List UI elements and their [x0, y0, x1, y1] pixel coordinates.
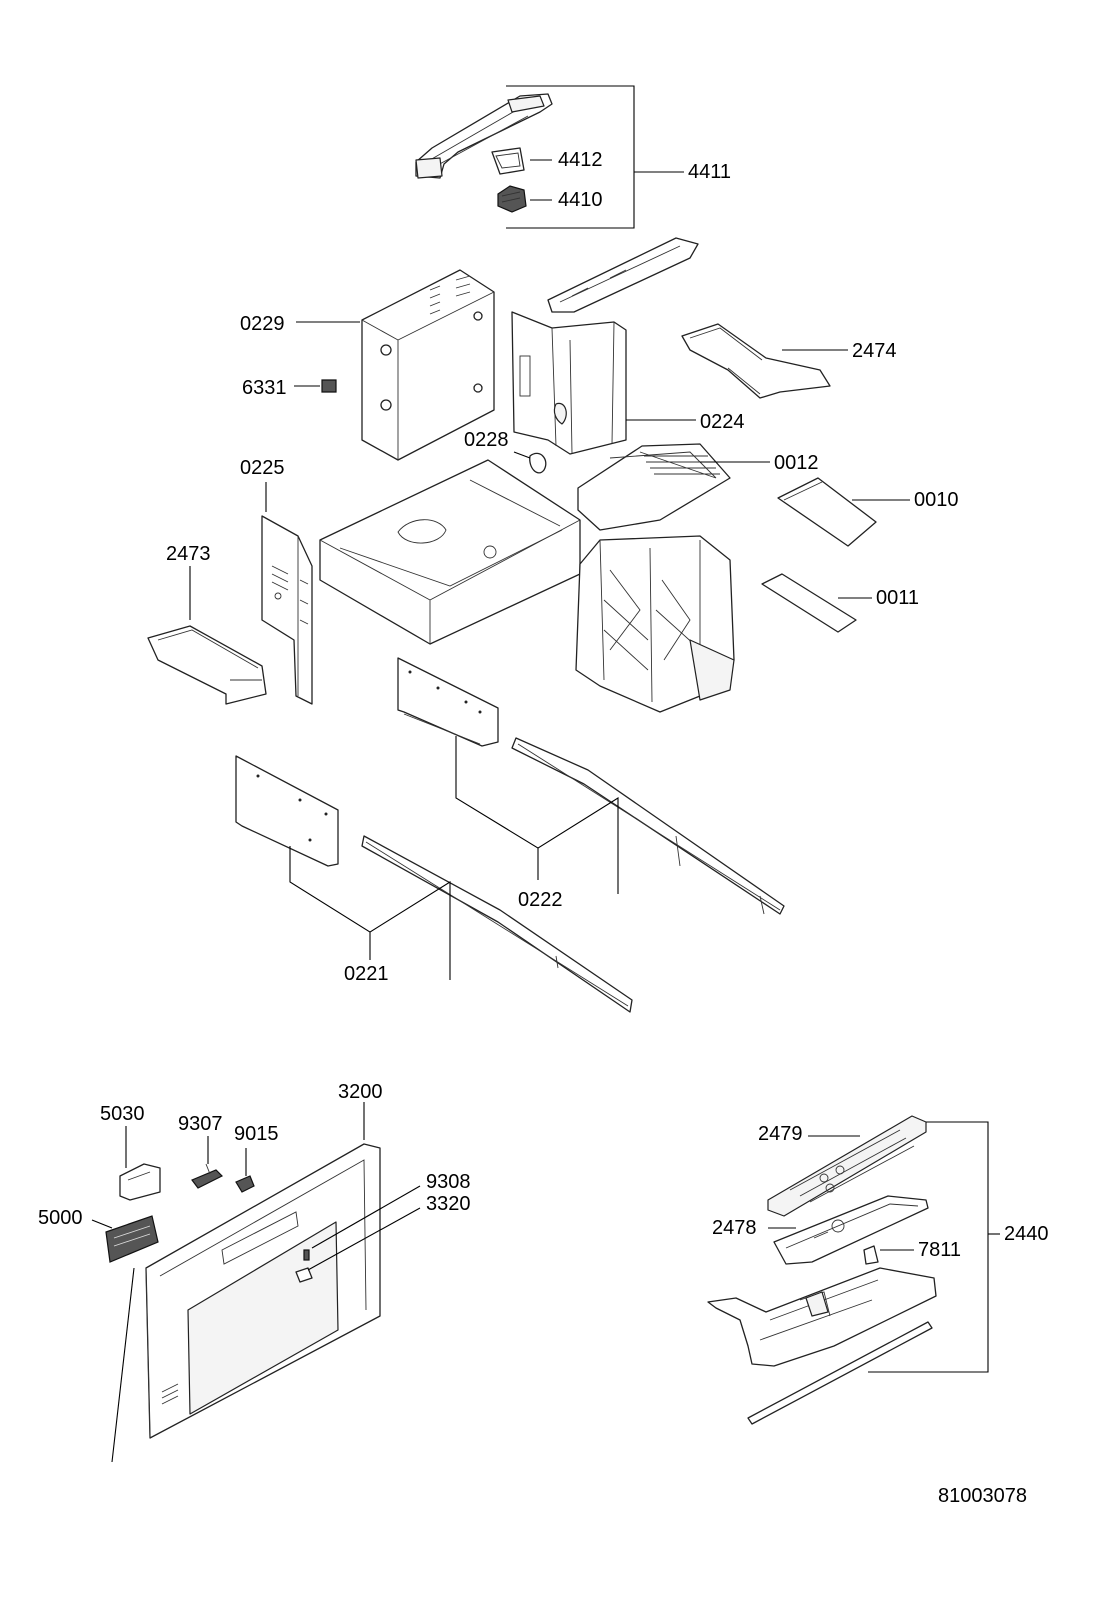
- part-4410-fan-block: [497, 185, 527, 213]
- part-top-rail: [547, 237, 699, 313]
- part-0224-rear-panel: [511, 311, 627, 455]
- part-9308-clip: [303, 1249, 310, 1261]
- part-9307-cable: [191, 1163, 224, 1189]
- drawing-number: 81003078: [938, 1485, 1027, 1507]
- callout-2479: 2479: [758, 1123, 803, 1145]
- part-0225-side-panel: [261, 515, 313, 705]
- part-2479-grid: [767, 1115, 927, 1217]
- part-4411-handle-assembly: [415, 93, 553, 179]
- callout-0229: 0229: [240, 313, 285, 335]
- callout-0224: 0224: [700, 411, 745, 433]
- part-0010-cover-plate: [777, 477, 877, 547]
- part-4412-square-cup: [491, 147, 525, 175]
- part-7811-pin: [863, 1245, 879, 1265]
- callout-2473: 2473: [166, 543, 211, 565]
- callout-0222: 0222: [518, 889, 563, 911]
- callout-5000: 5000: [38, 1207, 83, 1229]
- part-5000-module: [105, 1215, 159, 1263]
- part-0012-top-cover: [577, 443, 731, 531]
- callout-0010: 0010: [914, 489, 959, 511]
- part-2474-tray: [681, 323, 831, 399]
- part-2478-insert: [773, 1195, 929, 1265]
- callout-3320: 3320: [426, 1193, 471, 1215]
- callout-0225: 0225: [240, 457, 285, 479]
- part-3200-front-door: [145, 1143, 381, 1439]
- part-0011-plate: [761, 573, 857, 633]
- part-9015-switch: [235, 1175, 255, 1193]
- callout-labels: 4411 4412 4410 0229 6331 2474 0224 0228 …: [38, 149, 1049, 1261]
- part-2473-tray: [147, 625, 267, 705]
- part-0221-panel: [235, 755, 339, 867]
- callout-6331: 6331: [242, 377, 287, 399]
- callout-5030: 5030: [100, 1103, 145, 1125]
- callout-0228: 0228: [464, 429, 509, 451]
- part-2440-front-strip: [747, 1321, 933, 1425]
- callout-2478: 2478: [712, 1217, 757, 1239]
- callout-2474: 2474: [852, 340, 897, 362]
- part-3320-button: [295, 1267, 313, 1283]
- part-main-body: [575, 535, 735, 713]
- part-2440-drip-tray: [707, 1267, 937, 1367]
- callout-9308: 9308: [426, 1171, 471, 1193]
- callout-4411: 4411: [688, 161, 731, 183]
- callout-0011: 0011: [876, 587, 919, 609]
- callout-9015: 9015: [234, 1123, 279, 1145]
- callout-0221: 0221: [344, 963, 389, 985]
- part-6331-switch: [321, 379, 337, 393]
- part-5030-board: [119, 1163, 161, 1201]
- callout-9307: 9307: [178, 1113, 223, 1135]
- callout-0012: 0012: [774, 452, 819, 474]
- callout-4410: 4410: [558, 189, 603, 211]
- part-0228-gasket: [529, 452, 547, 474]
- part-0229-side-panel: [361, 269, 495, 461]
- callout-2440: 2440: [1004, 1223, 1049, 1245]
- callout-3200: 3200: [338, 1081, 383, 1103]
- part-0221-rail: [361, 835, 633, 1013]
- part-0222-panel: [397, 657, 499, 747]
- callout-7811: 7811: [918, 1239, 961, 1261]
- part-0222-rail: [511, 737, 785, 915]
- part-base-frame: [319, 459, 581, 645]
- callout-4412: 4412: [558, 149, 603, 171]
